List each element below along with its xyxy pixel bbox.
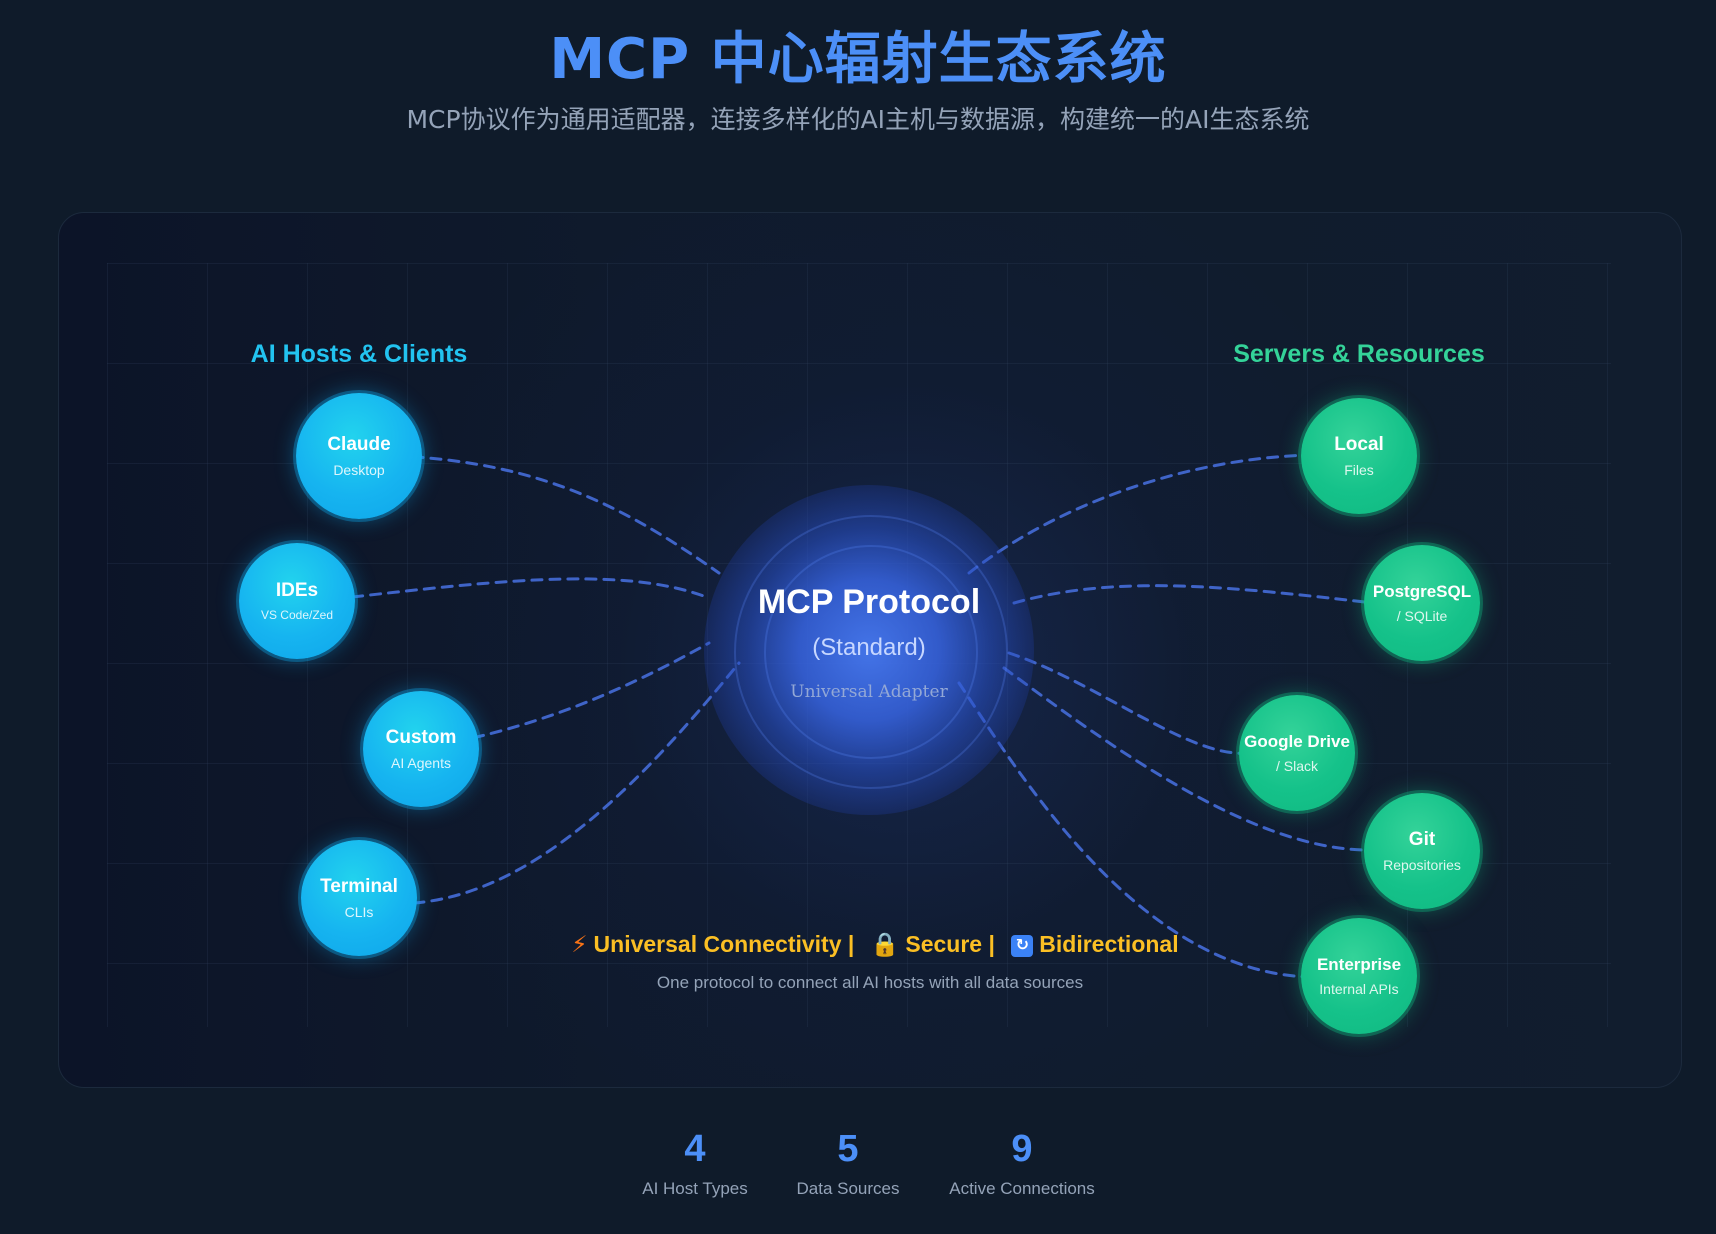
resource-node-enterprise[interactable]: Enterprise Internal APIs bbox=[1301, 918, 1417, 1034]
stat-data-sources: 5 Data Sources bbox=[748, 1128, 948, 1199]
link-hub-postgres bbox=[1012, 584, 1376, 605]
node-title: Terminal bbox=[320, 875, 398, 897]
node-title: IDEs bbox=[275, 579, 319, 601]
resource-node-git[interactable]: Git Repositories bbox=[1364, 793, 1480, 909]
feature-secure: Secure | bbox=[905, 931, 995, 957]
hosts-heading: AI Hosts & Clients bbox=[250, 340, 468, 368]
node-title: Google Drive bbox=[1244, 731, 1350, 751]
feature-bidirectional: Bidirectional bbox=[1039, 931, 1179, 957]
page-subtitle: MCP协议作为通用适配器，连接多样化的AI主机与数据源，构建统一的AI生态系统 bbox=[406, 105, 1310, 134]
hub-caption: Universal Adapter bbox=[790, 682, 948, 702]
node-title: Enterprise bbox=[1316, 954, 1402, 974]
hub-node-mcp[interactable]: MCP Protocol (Standard) Universal Adapte… bbox=[689, 583, 1049, 702]
resources-heading: Servers & Resources bbox=[1233, 340, 1485, 368]
node-subtitle: Repositories bbox=[1383, 857, 1461, 874]
link-hub-enterprise bbox=[957, 681, 1313, 979]
node-subtitle: AI Agents bbox=[391, 755, 451, 772]
node-subtitle: Files bbox=[1344, 462, 1374, 479]
node-title: Claude bbox=[327, 433, 391, 455]
node-title: PostgreSQL bbox=[1372, 581, 1472, 601]
feature-connectivity: Universal Connectivity | bbox=[593, 931, 855, 957]
node-subtitle: / Slack bbox=[1275, 758, 1318, 775]
resource-node-google-drive[interactable]: Google Drive / Slack bbox=[1239, 695, 1355, 811]
lightning-icon: ⚡ bbox=[571, 931, 588, 957]
stat-host-types: 4 AI Host Types bbox=[595, 1128, 795, 1199]
host-node-custom[interactable]: Custom AI Agents bbox=[363, 691, 479, 807]
page-title: MCP 中心辐射生态系统 bbox=[549, 27, 1167, 92]
host-node-claude[interactable]: Claude Desktop bbox=[296, 393, 422, 519]
features-line: ⚡Universal Connectivity | 🔒Secure | ↻Bid… bbox=[59, 931, 1681, 958]
link-claude-hub bbox=[357, 453, 721, 575]
link-hub-git bbox=[1002, 666, 1376, 852]
hub-title: MCP Protocol bbox=[757, 583, 981, 621]
stat-label: Data Sources bbox=[796, 1179, 900, 1198]
stat-value: 5 bbox=[837, 1128, 859, 1170]
node-title: Custom bbox=[385, 726, 457, 748]
stat-value: 4 bbox=[684, 1128, 706, 1170]
node-subtitle: VS Code/Zed bbox=[260, 608, 334, 623]
stat-label: Active Connections bbox=[949, 1179, 1095, 1198]
link-terminal-hub bbox=[412, 661, 741, 905]
stat-active-connections: 9 Active Connections bbox=[922, 1128, 1122, 1199]
link-hub-gdrive bbox=[1007, 651, 1249, 755]
lock-icon: 🔒 bbox=[870, 931, 900, 957]
hub-ring bbox=[734, 515, 1008, 789]
link-hub-local bbox=[967, 453, 1313, 575]
node-subtitle: / SQLite bbox=[1396, 608, 1448, 625]
ecosystem-diagram-panel: AI Hosts & Clients Servers & Resources C… bbox=[58, 212, 1682, 1088]
hub-subtitle: (Standard) bbox=[812, 634, 926, 661]
node-subtitle: Desktop bbox=[333, 462, 385, 479]
stat-value: 9 bbox=[1011, 1128, 1033, 1170]
host-node-terminal[interactable]: Terminal CLIs bbox=[301, 840, 417, 956]
node-subtitle: CLIs bbox=[344, 904, 374, 921]
resource-node-postgresql[interactable]: PostgreSQL / SQLite bbox=[1364, 545, 1480, 661]
features-caption: One protocol to connect all AI hosts wit… bbox=[656, 973, 1084, 992]
node-title: Local bbox=[1334, 433, 1384, 455]
resource-node-local[interactable]: Local Files bbox=[1301, 398, 1417, 514]
stat-label: AI Host Types bbox=[642, 1179, 748, 1198]
host-node-ides[interactable]: IDEs VS Code/Zed bbox=[239, 543, 355, 659]
sync-icon: ↻ bbox=[1011, 935, 1034, 957]
hub-ring-inner bbox=[764, 545, 978, 759]
node-subtitle: Internal APIs bbox=[1319, 981, 1399, 998]
link-ides-hub bbox=[297, 577, 711, 605]
node-title: Git bbox=[1408, 828, 1436, 850]
